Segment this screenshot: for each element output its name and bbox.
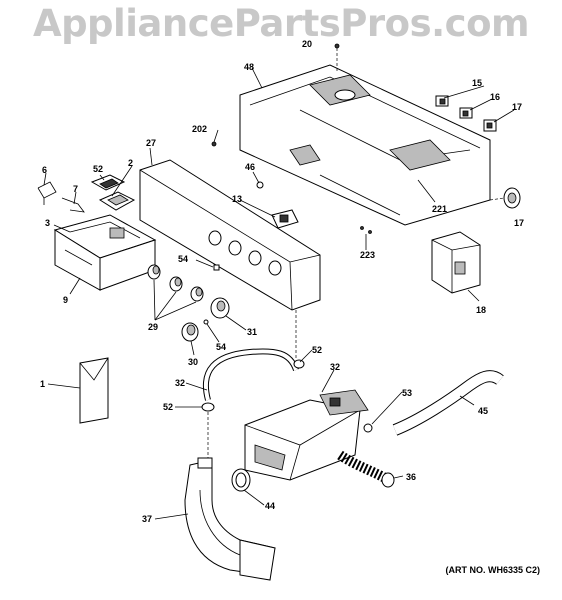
callout-16: 13 [232,194,242,204]
callout-54: 54 [216,342,226,352]
bellows-37 [337,450,395,488]
watermark-logo: AppliancePartsPros.com [32,2,530,45]
part-53 [213,264,220,271]
screw-223a [360,226,364,230]
knob-29b [169,276,183,292]
art-number: (ART NO. WH6335 C2) [445,565,540,575]
callout-30: 30 [188,357,198,367]
part-45 [256,181,264,189]
dispenser-housing-36 [244,389,369,481]
switch-16 [271,209,299,229]
bracket-6 [37,181,57,205]
screw-223b [368,230,372,234]
callout-27: 27 [146,138,156,148]
callout-31: 31 [247,327,257,337]
callout-15: 17 [512,102,522,112]
knob-29c [190,286,204,302]
callout-3: 3 [45,218,50,228]
screw-20 [334,43,340,49]
clamp-52-right [363,423,373,433]
callout-43: 44 [265,501,275,511]
cover-2 [98,191,136,211]
callout-221: 221 [432,204,447,214]
ring-43 [231,468,251,492]
callout-6: 6 [42,165,47,175]
callout-20: 20 [302,39,312,49]
switch-13 [435,95,449,107]
callout-29: 29 [148,322,158,332]
knob-17 [503,187,521,209]
callout-202: 202 [192,124,207,134]
switch-15 [483,119,497,132]
knob-31 [210,297,230,319]
callout-labels: 20 48 15 16 17 202 27 2 52 6 7 3 9 46 13… [40,39,524,524]
leader-17 [489,197,505,201]
duct-39 [184,457,276,581]
callout-44: 45 [478,406,488,416]
callout-13: 15 [472,78,482,88]
callout-1: 1 [40,379,45,389]
chassis-frame [239,64,491,226]
callout-48: 52 [93,164,103,174]
clamp-52-left [201,402,215,412]
knob-30 [181,322,199,342]
callout-52-left: 52 [163,402,173,412]
callout-17: 17 [514,218,524,228]
callout-53: 54 [178,254,188,264]
manual-1 [79,357,109,424]
control-board-18 [431,231,481,294]
callout-2: 2 [128,158,133,168]
callout-7: 7 [73,184,78,194]
hose-32 [203,349,298,401]
callout-9: 9 [63,295,68,305]
switch-14 [459,107,473,119]
screw-202 [211,141,217,147]
callout-52-top: 52 [312,345,322,355]
hook-7 [61,197,85,213]
clamp-52-top [293,359,305,369]
backsplash-27 [139,159,321,311]
callout-37: 36 [406,472,416,482]
callout-18: 18 [476,305,486,315]
callout-45: 46 [245,162,255,172]
callout-46: 48 [244,62,254,72]
callout-39: 37 [142,514,152,524]
spring-54 [203,319,209,325]
hose-44 [393,371,504,435]
callout-52-right: 53 [402,388,412,398]
drawer-9 [54,229,156,291]
lid-48 [90,174,126,191]
callout-223: 223 [360,250,375,260]
leader-lines [43,67,515,520]
callout-14: 16 [490,92,500,102]
knob-29a [147,264,161,280]
callout-32: 32 [175,378,185,388]
callout-36: 32 [330,362,340,372]
